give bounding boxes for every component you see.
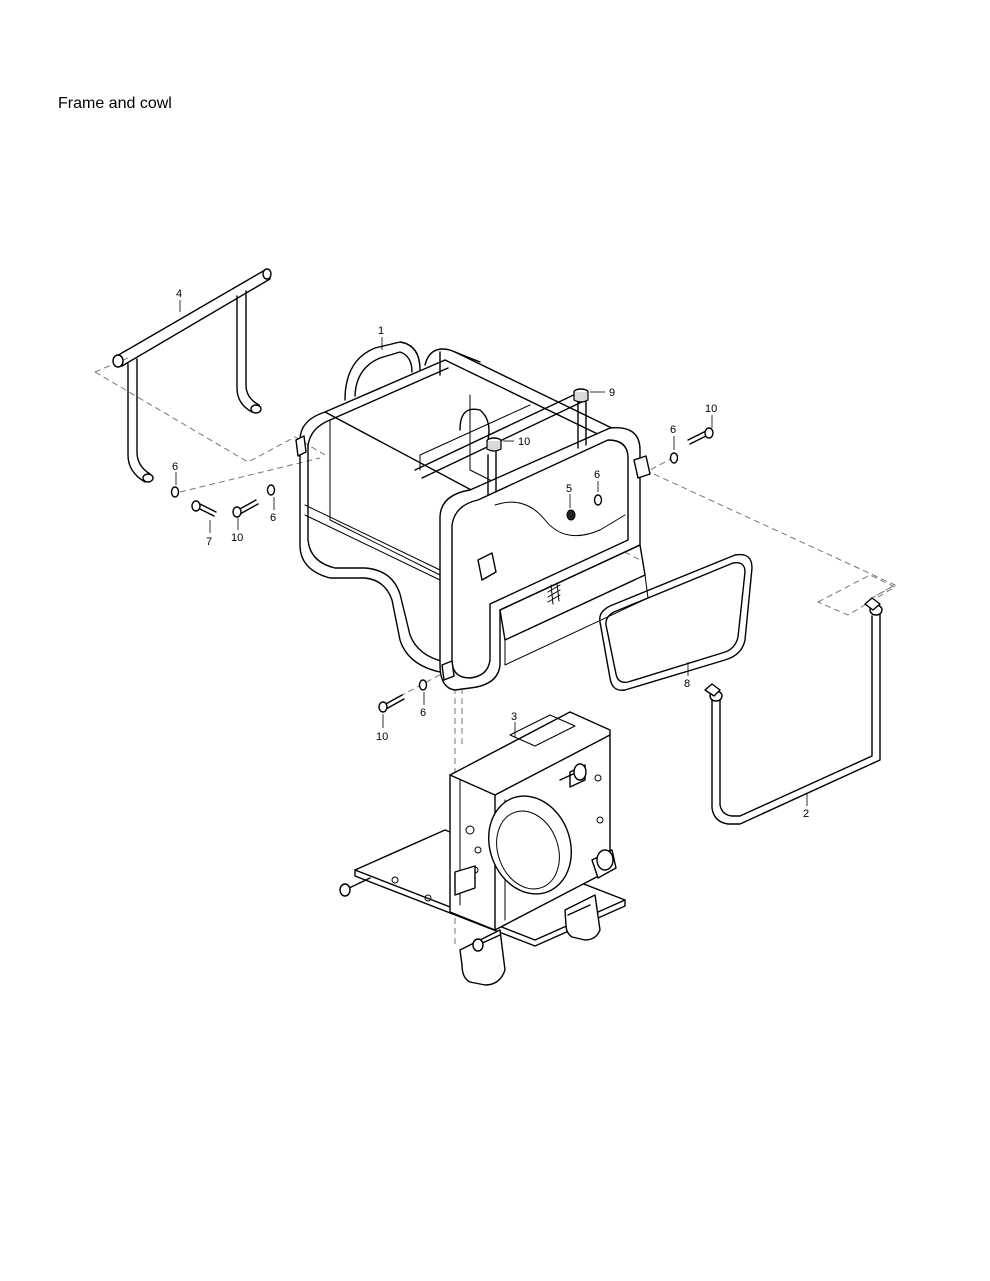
callout-9b: 10: [518, 436, 530, 448]
callout-10b: 10: [231, 532, 243, 544]
callout-9a: 9: [609, 387, 615, 399]
hardware-fasteners: [170, 427, 714, 713]
callout-1: 1: [378, 325, 384, 337]
callout-7: 7: [206, 536, 212, 548]
callout-6b: 6: [594, 469, 600, 481]
callout-8: 8: [684, 678, 690, 690]
callout-6d: 6: [270, 512, 276, 524]
callout-labels: 4 1 9 10 10 6 6 5 6 6 7 10 8 6 10 3 2: [172, 288, 809, 820]
callout-5: 5: [566, 483, 572, 495]
part-3-base-plate: [339, 711, 626, 986]
part-4-rear-handle: [112, 268, 272, 483]
callout-6e: 6: [420, 707, 426, 719]
part-1-frame-cowl: [295, 341, 651, 691]
callout-4: 4: [176, 288, 182, 300]
callout-6c: 6: [172, 461, 178, 473]
callout-2: 2: [803, 808, 809, 820]
part-2-front-handle: [704, 597, 883, 825]
brand-logo: [547, 582, 561, 605]
part-9-caps: [486, 388, 589, 452]
page-title: Frame and cowl: [58, 95, 172, 112]
callout-10a: 10: [705, 403, 717, 415]
part-8-panel-gasket: [599, 553, 753, 691]
callout-3: 3: [511, 711, 517, 723]
callout-leaders: [175, 300, 808, 806]
callout-10c: 10: [376, 731, 388, 743]
callout-6a: 6: [670, 424, 676, 436]
